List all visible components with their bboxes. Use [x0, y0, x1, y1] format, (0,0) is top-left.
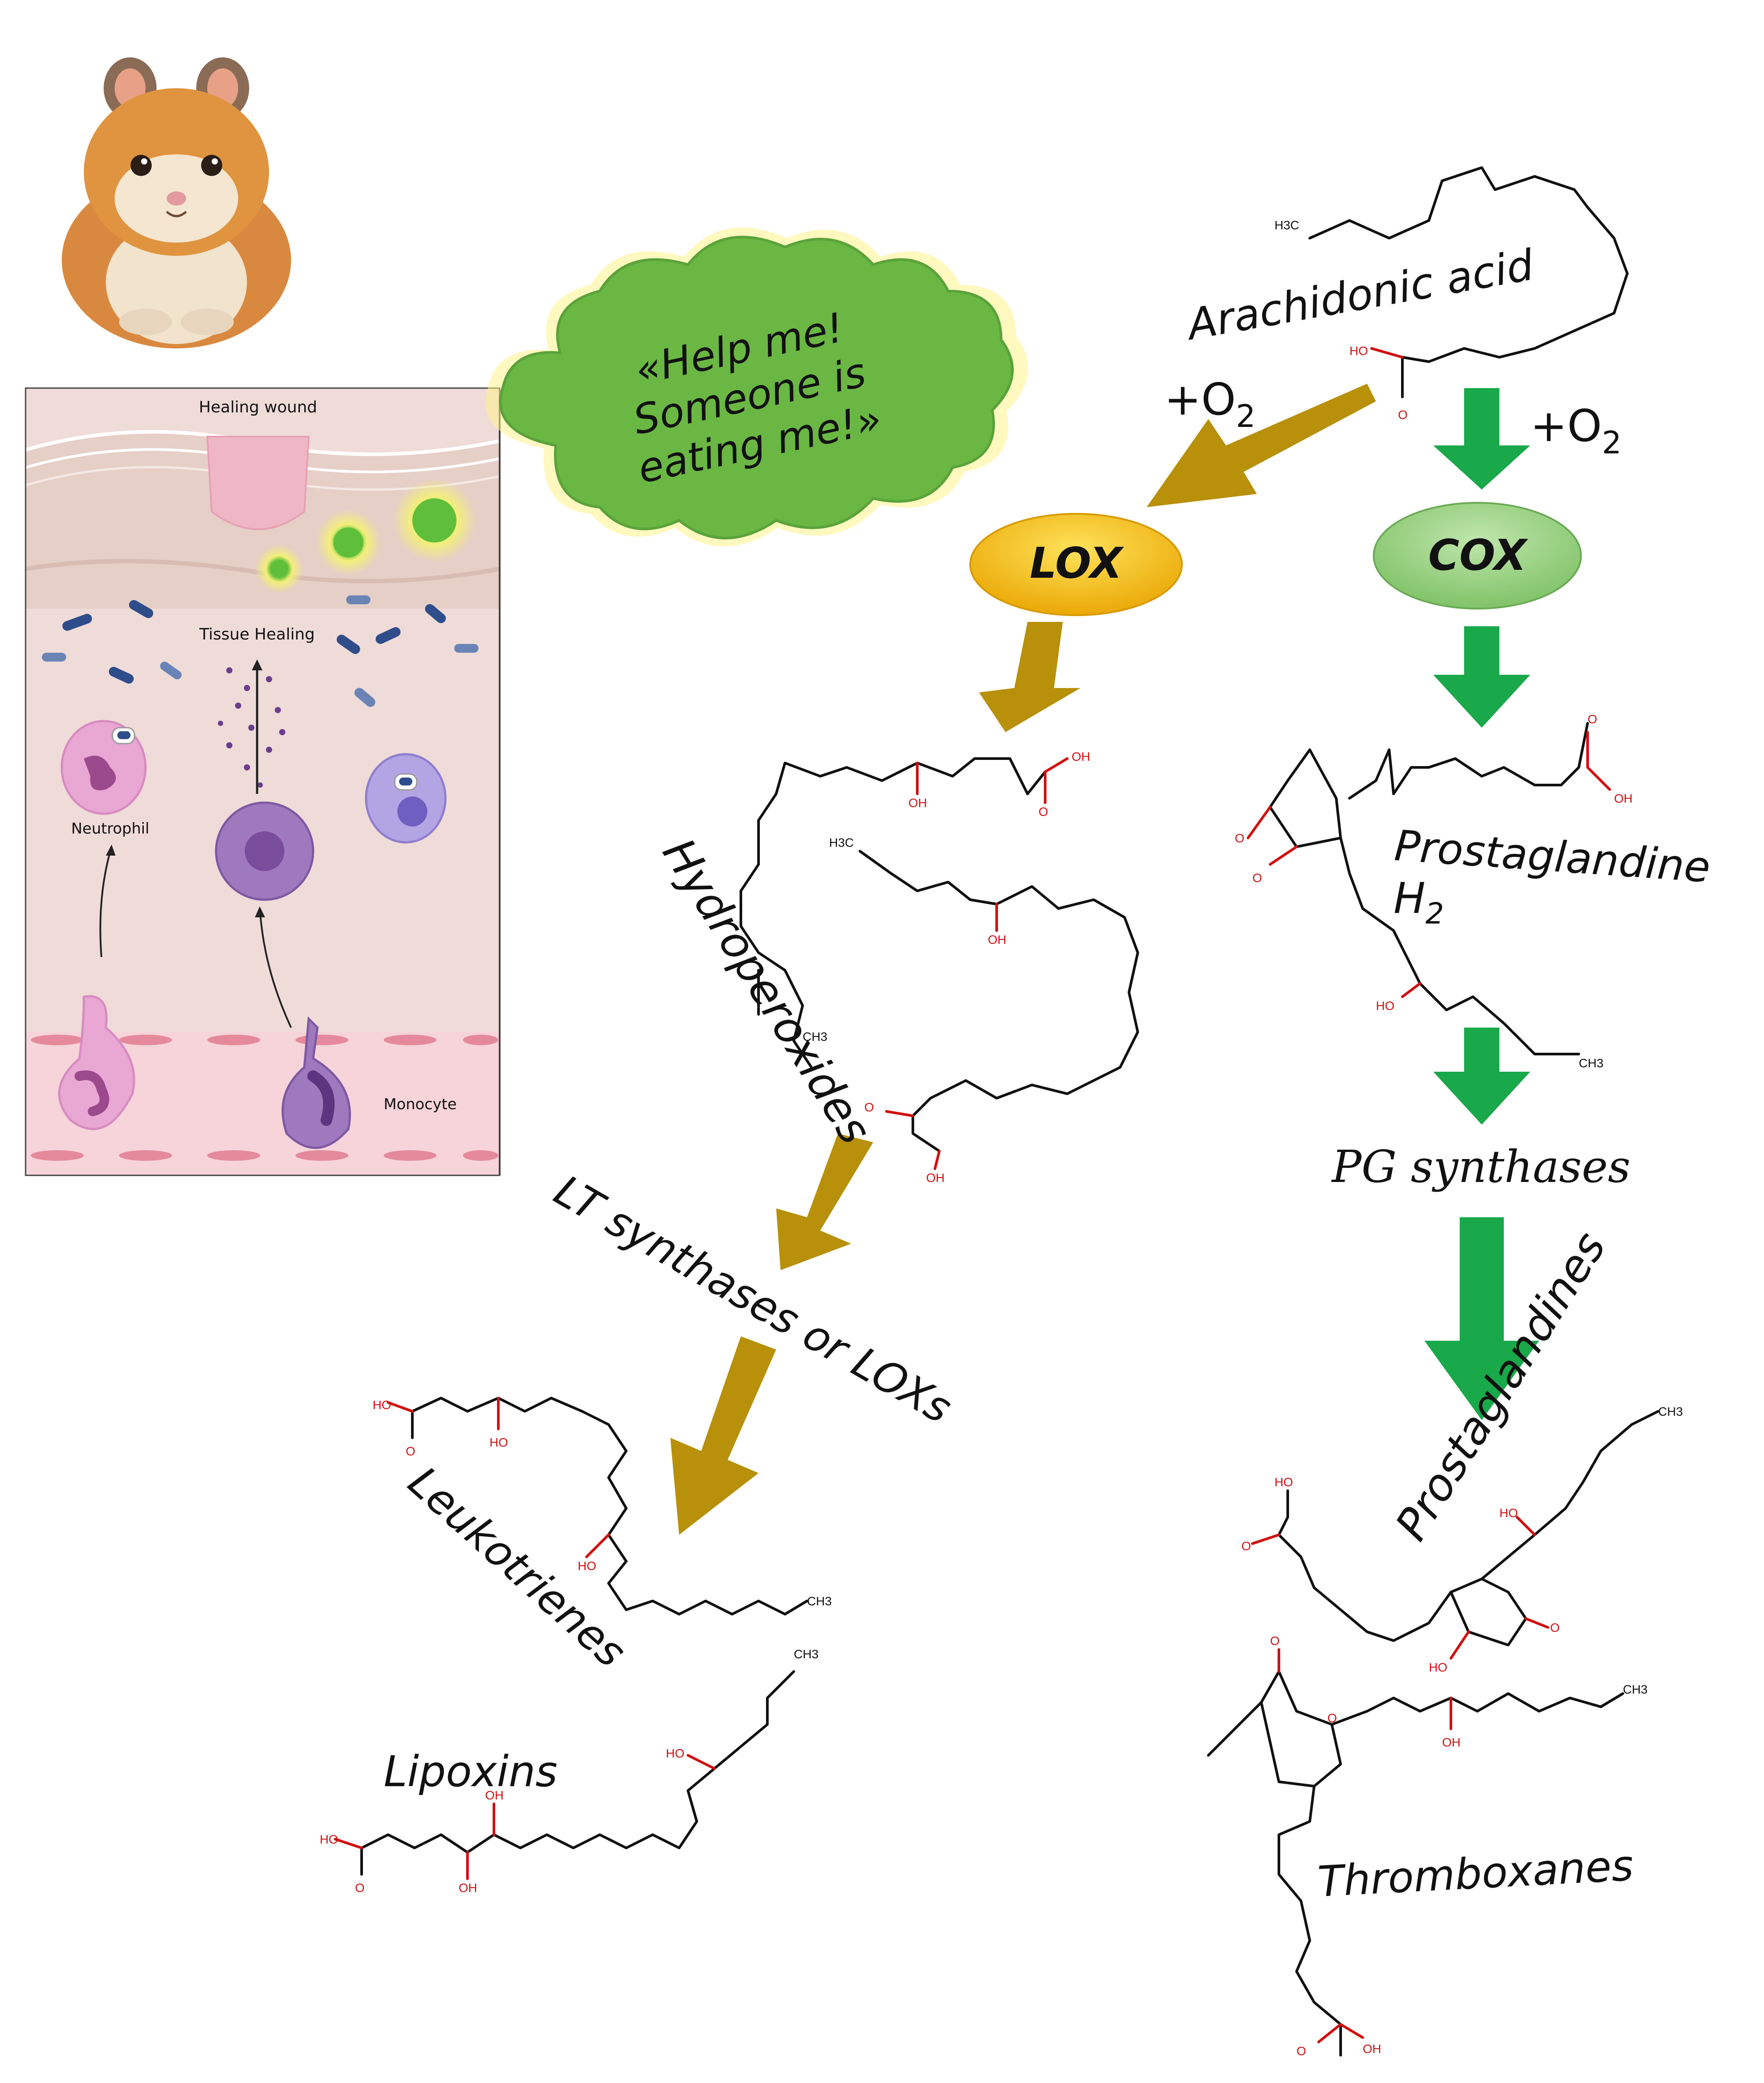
lipoxins-structure: HO O OH OH HO CH3 Lipoxins	[320, 1647, 818, 1895]
arrow-cox-to-pgh2	[1433, 626, 1530, 728]
lt-ho2-label: HO	[490, 1436, 508, 1449]
pg-synthases-label: PG synthases	[1331, 1141, 1630, 1193]
tx-o3-label: O	[1297, 2044, 1306, 2058]
pgh2-ho-label: HO	[1376, 999, 1394, 1013]
pg-ho2-label: HO	[1429, 1660, 1447, 1674]
hp2-oh-label: OH	[988, 933, 1006, 946]
hp2-o-label: O	[864, 1100, 874, 1114]
hydroperoxides-structures: OH O OH H3C CH3 OH O OH Hydroperoxides	[653, 750, 1139, 1185]
prostaglandine-h2-structure: O O O OH HO CH3 Prostaglandine H2	[1235, 712, 1712, 1070]
arrow-pgh2-to-pg-synthases	[1433, 1028, 1530, 1125]
cox-node: COX	[1373, 502, 1582, 610]
pgh2-o2-label: O	[1252, 871, 1262, 885]
hp1-ch3-label: CH3	[803, 1030, 827, 1043]
hamster-illustration	[62, 57, 291, 348]
wound-healing-panel: Healing wound Tissue Healing Neutrophil …	[25, 387, 501, 1176]
lx-ch3-label: CH3	[794, 1647, 818, 1661]
prostaglandine-h2-line2: H2	[1394, 874, 1444, 931]
lx-oh2-label: OH	[459, 1881, 477, 1895]
monocyte-label: Monocyte	[384, 1096, 457, 1113]
lt-ho3-label: HO	[578, 1559, 596, 1573]
pg-o-label: O	[1241, 1539, 1251, 1553]
arrow-to-lox	[1147, 384, 1376, 507]
lx-o-label: O	[355, 1881, 365, 1895]
arrow-lox-to-hydroperoxides	[979, 622, 1080, 732]
hydroperoxides-label: Hydroperoxides	[653, 830, 882, 1153]
oxygen-right-label: +O2	[1530, 400, 1622, 461]
pg-ho3-label: HO	[1499, 1506, 1518, 1520]
hp2-oh2-label: OH	[926, 1171, 945, 1185]
tx-ch3-label: CH3	[1623, 1683, 1648, 1696]
pgh2-oh-label: OH	[1614, 792, 1633, 805]
leukotrienes-label: Leukotrienes	[399, 1457, 635, 1677]
oxygen-left-label: +O2	[1164, 374, 1256, 434]
lt-ch3-label: CH3	[807, 1594, 832, 1608]
arrow-pg-synthases-to-prostaglandines	[1424, 1217, 1539, 1420]
arrow-to-cox	[1433, 388, 1530, 490]
hp1-oh-label: OH	[1072, 750, 1090, 763]
lx-ho2-label: HO	[666, 1746, 684, 1760]
arachidonic-acid-label: Arachidonic acid	[1181, 240, 1538, 350]
aa-o-label: O	[1398, 408, 1408, 422]
lt-o-label: O	[406, 1444, 415, 1458]
arrow-hydroperoxides-to-lt	[776, 1133, 873, 1270]
help-cloud: «Help me! Someone is eating me!»	[486, 227, 1028, 547]
pgh2-ch3-label: CH3	[1579, 1056, 1603, 1070]
tx-o-label: O	[1270, 1634, 1280, 1648]
pg-ch3-label: CH3	[1658, 1405, 1683, 1418]
tissue-healing-label: Tissue Healing	[199, 625, 315, 643]
tx-oh2-label: OH	[1363, 2042, 1381, 2056]
tx-o2-label: O	[1327, 1711, 1337, 1725]
lox-label: LOX	[1030, 539, 1124, 588]
lx-oh-label: OH	[485, 1788, 504, 1802]
prostaglandine-h2-label: Prostaglandine	[1393, 821, 1712, 892]
pgh2-o1-label: O	[1235, 831, 1245, 845]
lt-ho-label: HO	[373, 1398, 391, 1412]
hp1-oh2-label: OH	[908, 796, 927, 810]
pgh2-o3-label: O	[1588, 712, 1597, 726]
thromboxanes-structure: O O OH O OH CH3 Thromboxanes	[1207, 1634, 1648, 2058]
tx-oh-label: OH	[1442, 1735, 1461, 1749]
pg-ho-label: HO	[1274, 1475, 1293, 1489]
hp2-h3c-label: H3C	[829, 836, 854, 849]
healing-wound-label: Healing wound	[199, 398, 317, 416]
neutrophil-label: Neutrophil	[71, 820, 149, 838]
arachidonic-acid-structure: H3C HO O Arachidonic acid	[1181, 166, 1629, 422]
cox-label: COX	[1428, 531, 1529, 580]
thromboxanes-label: Thromboxanes	[1316, 1841, 1634, 1907]
lipoxins-label: Lipoxins	[384, 1747, 557, 1796]
arrow-lt-to-leukotrienes	[670, 1336, 776, 1535]
leukotrienes-structure: HO O HO HO CH3 Leukotrienes	[373, 1397, 832, 1677]
aa-ho-label: HO	[1349, 344, 1368, 358]
hp1-o-label: O	[1039, 805, 1048, 819]
lox-node: LOX	[969, 513, 1183, 616]
aa-h3c-label: H3C	[1274, 218, 1299, 232]
lx-ho-label: HO	[320, 1832, 338, 1846]
pg-o2-label: O	[1550, 1621, 1560, 1634]
